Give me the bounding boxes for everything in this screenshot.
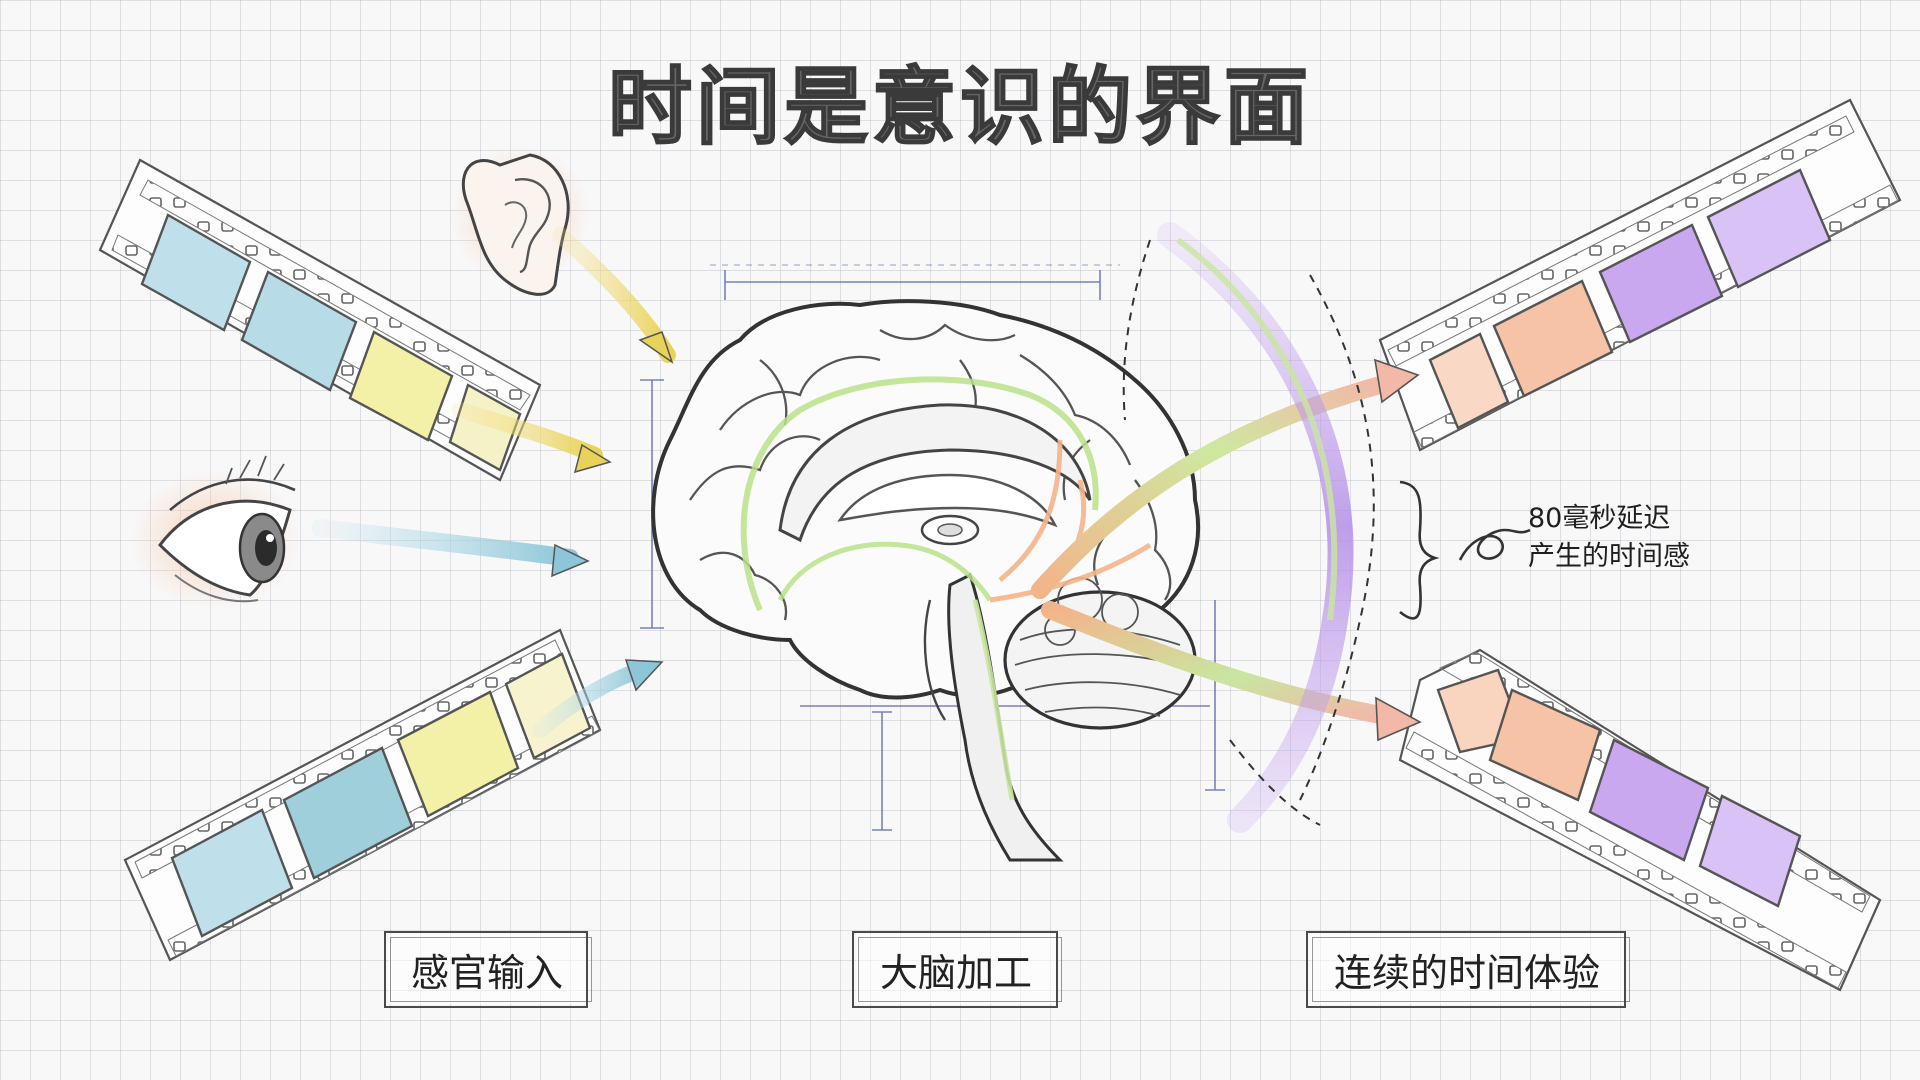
label-sensory-input: 感官输入 [384,931,592,1008]
delay-brace [1399,480,1531,620]
film-strip-right-top [1378,98,1902,452]
delay-note: 80毫秒延迟 产生的时间感 [1528,500,1690,576]
film-strip-left-bottom [123,628,602,962]
measurement-lines [640,264,1225,831]
input-arrow-bottom-strip [532,659,664,738]
brain-illustration [651,299,1200,862]
input-arrow-ear [552,227,676,364]
page-title: 时间是意识的界面 [607,57,1312,157]
label-brain-processing: 大脑加工 [852,931,1062,1008]
eye-icon [130,455,300,610]
input-arrow-top-strip [452,402,612,474]
time-delay-band [1122,222,1375,833]
ear-icon [450,145,590,296]
delay-note-line1: 80毫秒延迟 [1528,503,1671,534]
output-arrow-down [1041,601,1422,742]
input-arrow-eye [311,519,590,578]
film-strip-right-bottom [1398,648,1882,992]
label-continuous-experience: 连续的时间体验 [1306,931,1630,1008]
delay-note-line2: 产生的时间感 [1528,541,1690,572]
